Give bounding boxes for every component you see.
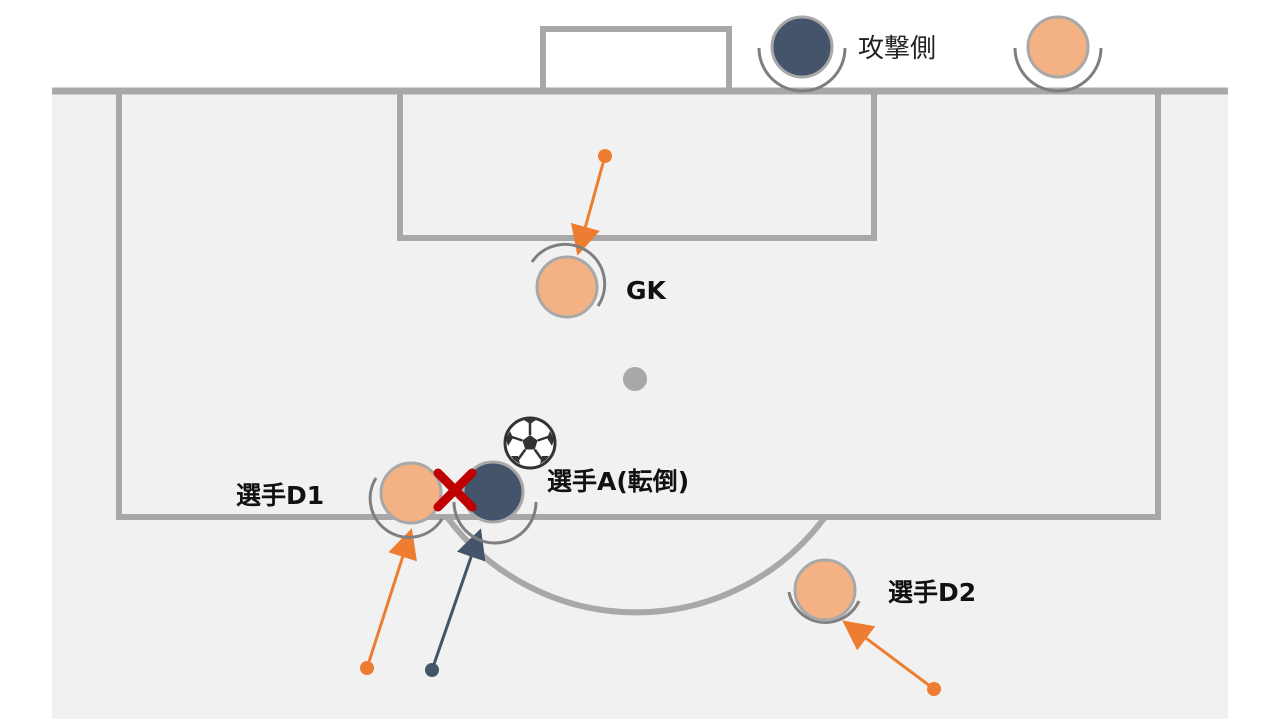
player-d2-marker — [793, 558, 857, 622]
player-d2-facing-arc — [787, 591, 861, 624]
player-d1: 選手D1 — [236, 461, 444, 539]
soccer-ball-icon — [503, 416, 557, 470]
player-a-movement-arrow — [430, 528, 486, 671]
player-d1-marker — [379, 461, 443, 525]
pitch — [52, 90, 1228, 719]
player-d1-facing-arc — [368, 477, 444, 539]
goal-area — [397, 88, 877, 241]
legend-attacker-facing-arc — [757, 47, 847, 93]
cross-mark-icon — [433, 468, 477, 512]
goalkeeper-facing-arc — [530, 242, 607, 307]
goalkeeper-label: GK — [626, 276, 668, 305]
player-d2-label: 選手D2 — [888, 578, 976, 607]
legend-defender-facing-arc — [1013, 47, 1103, 93]
legend-attacker-label: 攻撃側 — [858, 34, 936, 64]
penalty-arc — [444, 515, 828, 616]
legend-defender-icon — [1026, 15, 1090, 79]
player-a-facing-arc — [452, 501, 538, 545]
legend-attacker-icon — [770, 15, 834, 79]
goal-frame — [540, 26, 732, 94]
goalkeeper-marker — [535, 255, 599, 319]
player-d1-label: 選手D1 — [236, 481, 324, 510]
player-a-label: 選手A(転倒) — [547, 467, 689, 496]
legend-defender — [1013, 15, 1103, 93]
penalty-spot — [623, 367, 647, 391]
gk-movement-arrow — [570, 155, 607, 256]
player-a: 選手A(転倒) — [452, 460, 689, 545]
player-d1-movement-arrow — [365, 528, 417, 669]
player-d2-movement-arrow — [842, 620, 935, 691]
player-d2: 選手D2 — [787, 558, 976, 624]
goalkeeper: GK — [530, 242, 668, 319]
legend-attacker: 攻撃側 — [757, 15, 936, 93]
